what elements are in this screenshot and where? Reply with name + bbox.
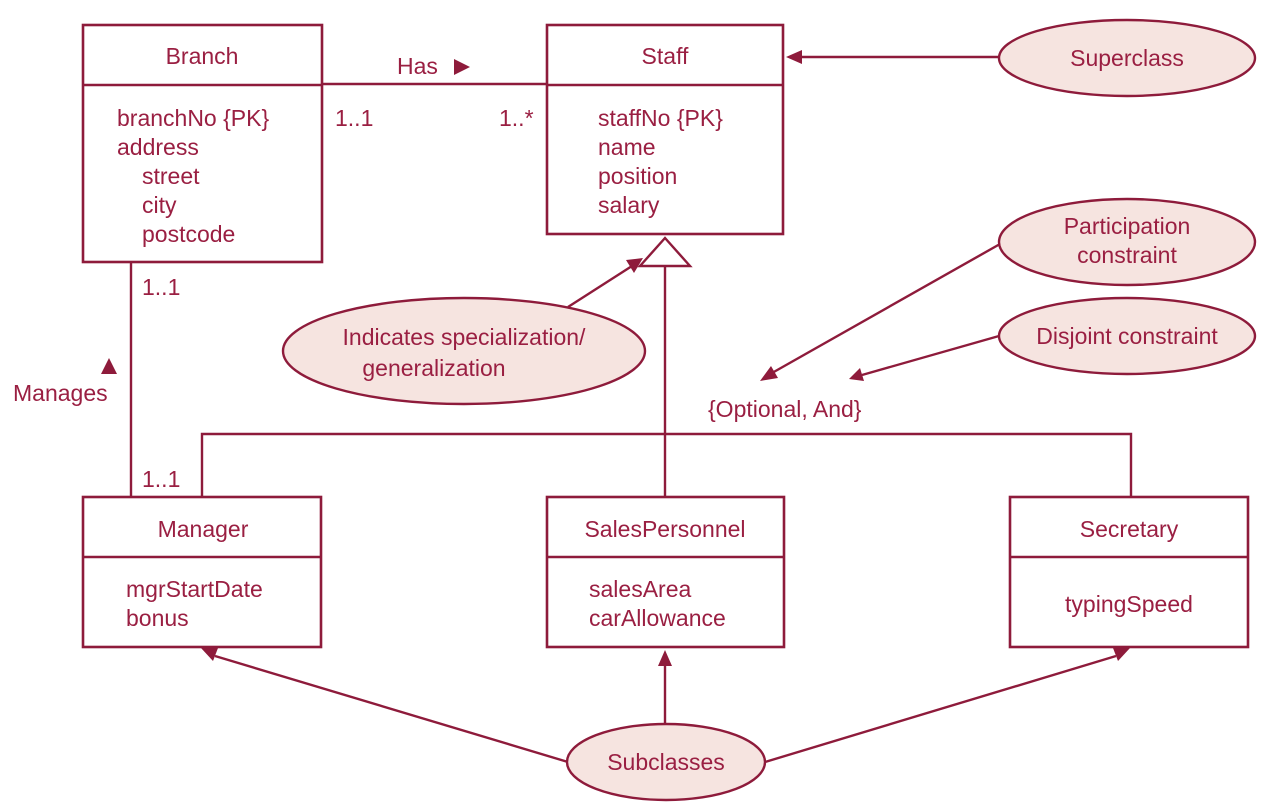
subclass-pointer-secretary bbox=[764, 654, 1117, 764]
svg-text:Participation: Participation bbox=[1064, 213, 1191, 239]
class-manager-name: Manager bbox=[158, 516, 249, 542]
annotation-participation-constraint: Participation constraint bbox=[997, 197, 1257, 287]
secretary-attr: typingSpeed bbox=[1065, 591, 1193, 617]
multiplicity-staff-has: 1..* bbox=[499, 105, 534, 131]
salespersonnel-attr: salesArea bbox=[589, 576, 691, 602]
branch-attr: city bbox=[142, 192, 177, 218]
staff-attr: salary bbox=[598, 192, 660, 218]
arrowhead-icon bbox=[760, 366, 778, 381]
subclass-pointer-manager bbox=[214, 654, 569, 764]
annotation-subclasses: Subclasses bbox=[565, 722, 767, 802]
arrowhead-icon bbox=[201, 648, 218, 661]
disjoint-pointer-line bbox=[861, 334, 1000, 377]
constraint-label: {Optional, And} bbox=[708, 396, 862, 422]
arrowhead-icon bbox=[786, 50, 802, 64]
participation-pointer-line bbox=[771, 242, 1001, 375]
class-branch-name: Branch bbox=[166, 43, 239, 69]
multiplicity-manager-manages: 1..1 bbox=[142, 466, 180, 492]
class-manager[interactable]: Manager mgrStartDate bonus bbox=[81, 495, 323, 649]
arrowhead-icon bbox=[1113, 648, 1130, 661]
class-secretary-name: Secretary bbox=[1080, 516, 1179, 542]
staff-attr: staffNo {PK} bbox=[598, 105, 723, 131]
class-salespersonnel[interactable]: SalesPersonnel salesArea carAllowance bbox=[545, 495, 786, 649]
class-staff-name: Staff bbox=[642, 43, 689, 69]
triangle-up-icon bbox=[101, 358, 117, 374]
class-staff[interactable]: Staff staffNo {PK} name position salary bbox=[545, 23, 785, 236]
svg-text:Indicates specialization/: Indicates specialization/ bbox=[343, 324, 587, 350]
has-label: Has bbox=[397, 53, 438, 79]
triangle-right-icon bbox=[454, 59, 470, 75]
branch-attr: postcode bbox=[142, 221, 235, 247]
multiplicity-branch-manages: 1..1 bbox=[142, 274, 180, 300]
staff-attr: name bbox=[598, 134, 656, 160]
svg-text:Disjoint constraint: Disjoint constraint bbox=[1036, 323, 1218, 349]
salespersonnel-attr: carAllowance bbox=[589, 605, 726, 631]
arrowhead-icon bbox=[849, 368, 864, 381]
manager-attr: bonus bbox=[126, 605, 189, 631]
branch-attr: branchNo {PK} bbox=[117, 105, 269, 131]
svg-text:Superclass: Superclass bbox=[1070, 45, 1184, 71]
branch-attr: street bbox=[142, 163, 200, 189]
annotation-superclass: Superclass bbox=[997, 18, 1257, 98]
multiplicity-branch-has: 1..1 bbox=[335, 105, 373, 131]
class-secretary[interactable]: Secretary typingSpeed bbox=[1008, 495, 1250, 649]
class-branch[interactable]: Branch branchNo {PK} address street city… bbox=[81, 23, 324, 264]
branch-attr: address bbox=[117, 134, 199, 160]
svg-text:constraint: constraint bbox=[1077, 242, 1177, 268]
annotation-specialization: Indicates specialization/ generalization bbox=[281, 296, 647, 406]
class-salespersonnel-name: SalesPersonnel bbox=[584, 516, 745, 542]
staff-attr: position bbox=[598, 163, 677, 189]
arrowhead-icon bbox=[626, 258, 643, 273]
specialization-pointer-line bbox=[567, 264, 633, 309]
generalization-branch-line bbox=[200, 432, 1133, 497]
annotation-disjoint-constraint: Disjoint constraint bbox=[997, 296, 1257, 376]
manager-attr: mgrStartDate bbox=[126, 576, 263, 602]
arrowhead-icon bbox=[658, 650, 672, 666]
svg-text:Subclasses: Subclasses bbox=[607, 749, 725, 775]
manages-label: Manages bbox=[13, 380, 108, 406]
svg-text:generalization: generalization bbox=[362, 355, 505, 381]
generalization-triangle-icon bbox=[637, 236, 693, 268]
